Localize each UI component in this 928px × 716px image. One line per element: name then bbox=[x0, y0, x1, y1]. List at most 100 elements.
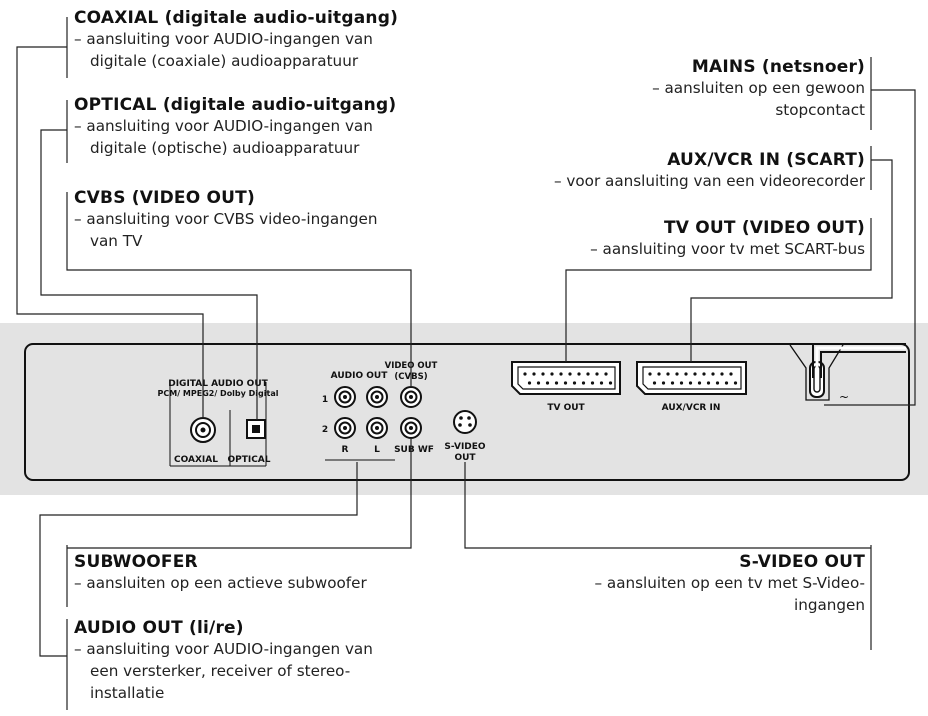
scart-pin bbox=[590, 381, 595, 385]
aux-leader bbox=[690, 159, 893, 362]
optical-jack[interactable] bbox=[246, 419, 266, 439]
tvout-leader bbox=[565, 218, 872, 362]
tv-out-scart[interactable] bbox=[511, 361, 621, 395]
scart-pin bbox=[572, 381, 577, 385]
scart-pin bbox=[693, 372, 697, 376]
scart-pin bbox=[684, 372, 688, 376]
mains-desc-1: – aansluiten op een gewoon bbox=[652, 79, 865, 97]
mains-inlet[interactable] bbox=[789, 343, 906, 401]
audioout-label-block: AUDIO OUT (li/re) – aansluiting voor AUD… bbox=[74, 618, 373, 704]
cvbs-jack[interactable] bbox=[400, 386, 422, 408]
s-video-jack[interactable] bbox=[453, 410, 477, 434]
scart-pin bbox=[661, 381, 666, 385]
audioout-leader bbox=[39, 462, 358, 657]
tvout-desc-1: – aansluiting voor tv met SCART-bus bbox=[590, 240, 865, 258]
rear-panel-background bbox=[0, 323, 928, 495]
scart-pin bbox=[706, 381, 711, 385]
audioout-title: AUDIO OUT (li/re) bbox=[74, 618, 244, 638]
audio-out-1-r-jack[interactable] bbox=[334, 386, 356, 408]
subwoofer-title: SUBWOOFER bbox=[74, 552, 198, 572]
cvbs-desc-2: van TV bbox=[90, 232, 143, 250]
scart-pin bbox=[697, 381, 702, 385]
audio-out-2-l-jack[interactable] bbox=[366, 417, 388, 439]
scart-pin bbox=[559, 372, 563, 376]
aux-desc-1: – voor aansluiting van een videorecorder bbox=[553, 172, 865, 190]
aux-label-block: AUX/VCR IN (SCART) – voor aansluiting va… bbox=[554, 150, 865, 192]
scart-pin bbox=[688, 381, 693, 385]
cvbs-title: CVBS (VIDEO OUT) bbox=[74, 188, 255, 208]
scart-pin bbox=[595, 372, 599, 376]
scart-pin bbox=[720, 372, 724, 376]
coaxial-desc-2: digitale (coaxiale) audioapparatuur bbox=[90, 52, 359, 70]
scart-pin bbox=[563, 381, 568, 385]
scart-pin bbox=[648, 372, 652, 376]
scart-pin bbox=[581, 381, 586, 385]
pcm-label: PCM/ MPEG2/ Dolby Digital bbox=[158, 389, 279, 398]
optical-title: OPTICAL (digitale audio-uitgang) bbox=[74, 95, 397, 115]
scart-pin bbox=[724, 381, 729, 385]
r-label: R bbox=[342, 445, 349, 455]
scart-pin bbox=[550, 372, 554, 376]
scart-pin bbox=[670, 381, 675, 385]
scart-pin bbox=[532, 372, 536, 376]
svideo-leader bbox=[464, 462, 871, 549]
audioout-desc-3: installatie bbox=[90, 684, 165, 702]
coaxial-jack[interactable] bbox=[190, 417, 216, 443]
svideo-desc-1: – aansluiten op een tv met S-Video- bbox=[594, 574, 865, 592]
row-2-label: 2 bbox=[322, 425, 328, 435]
scart-pin bbox=[536, 381, 541, 385]
subwoofer-label-block: SUBWOOFER – aansluiten op een actieve su… bbox=[74, 552, 367, 594]
scart-pin bbox=[586, 372, 590, 376]
scart-pin bbox=[729, 372, 733, 376]
audio-out-2-r-jack[interactable] bbox=[334, 417, 356, 439]
aux-vcr-in-scart[interactable] bbox=[636, 361, 747, 395]
svideo-title: S-VIDEO OUT bbox=[739, 552, 865, 572]
scart-pin bbox=[577, 372, 581, 376]
optical-leader bbox=[40, 129, 258, 420]
device-outline bbox=[24, 343, 910, 481]
subwoofer-desc-1: – aansluiten op een actieve subwoofer bbox=[74, 574, 367, 592]
l-label: L bbox=[374, 445, 380, 455]
scart-pin bbox=[733, 381, 738, 385]
scart-pin bbox=[554, 381, 559, 385]
sub-wf-label: SUB WF bbox=[394, 445, 434, 455]
coaxial-panel-label: COAXIAL bbox=[174, 455, 218, 465]
scart-pin bbox=[599, 381, 604, 385]
aux-title: AUX/VCR IN (SCART) bbox=[667, 150, 865, 170]
scart-pin bbox=[568, 372, 572, 376]
audioout-desc-2: een versterker, receiver of stereo- bbox=[90, 662, 351, 680]
cvbs-desc-1: – aansluiting voor CVBS video-ingangen bbox=[74, 210, 378, 228]
mains-label-block: MAINS (netsnoer) – aansluiten op een gew… bbox=[652, 57, 865, 121]
svideo-desc-2: ingangen bbox=[793, 596, 865, 614]
optical-desc-1: – aansluiting voor AUDIO-ingangen van bbox=[74, 117, 373, 135]
mains-title: MAINS (netsnoer) bbox=[691, 57, 865, 77]
scart-pin bbox=[711, 372, 715, 376]
optical-desc-2: digitale (optische) audioapparatuur bbox=[90, 139, 360, 157]
mains-desc-2: stopcontact bbox=[775, 101, 865, 119]
digital-audio-out-label: DIGITAL AUDIO OUT bbox=[168, 379, 268, 389]
aux-vcr-in-panel-label: AUX/VCR IN bbox=[662, 403, 721, 413]
subwoofer-leader bbox=[67, 438, 412, 549]
scart-pin bbox=[608, 381, 613, 385]
mains-leader bbox=[824, 89, 916, 406]
scart-pin bbox=[545, 381, 550, 385]
cvbs-leader bbox=[66, 192, 412, 387]
coaxial-label-block: COAXIAL (digitale audio-uitgang) – aansl… bbox=[74, 8, 398, 72]
svideo-label-block: S-VIDEO OUT – aansluiten op een tv met S… bbox=[594, 552, 865, 616]
tv-out-panel-label: TV OUT bbox=[547, 403, 585, 413]
scart-pin bbox=[715, 381, 720, 385]
ac-symbol: ~ bbox=[839, 390, 849, 404]
audio-out-panel-label: AUDIO OUT bbox=[331, 371, 389, 381]
s-video-panel-label: S-VIDEO bbox=[444, 442, 485, 452]
scart-pin bbox=[652, 381, 657, 385]
audioout-desc-1: – aansluiting voor AUDIO-ingangen van bbox=[74, 640, 373, 658]
audio-out-1-l-jack[interactable] bbox=[366, 386, 388, 408]
tvout-label-block: TV OUT (VIDEO OUT) – aansluiting voor tv… bbox=[590, 218, 865, 260]
row-1-label: 1 bbox=[322, 395, 328, 405]
scart-pin bbox=[527, 381, 532, 385]
scart-pin bbox=[666, 372, 670, 376]
coaxial-leader bbox=[16, 46, 204, 418]
s-video-out-panel-label: OUT bbox=[454, 453, 476, 463]
